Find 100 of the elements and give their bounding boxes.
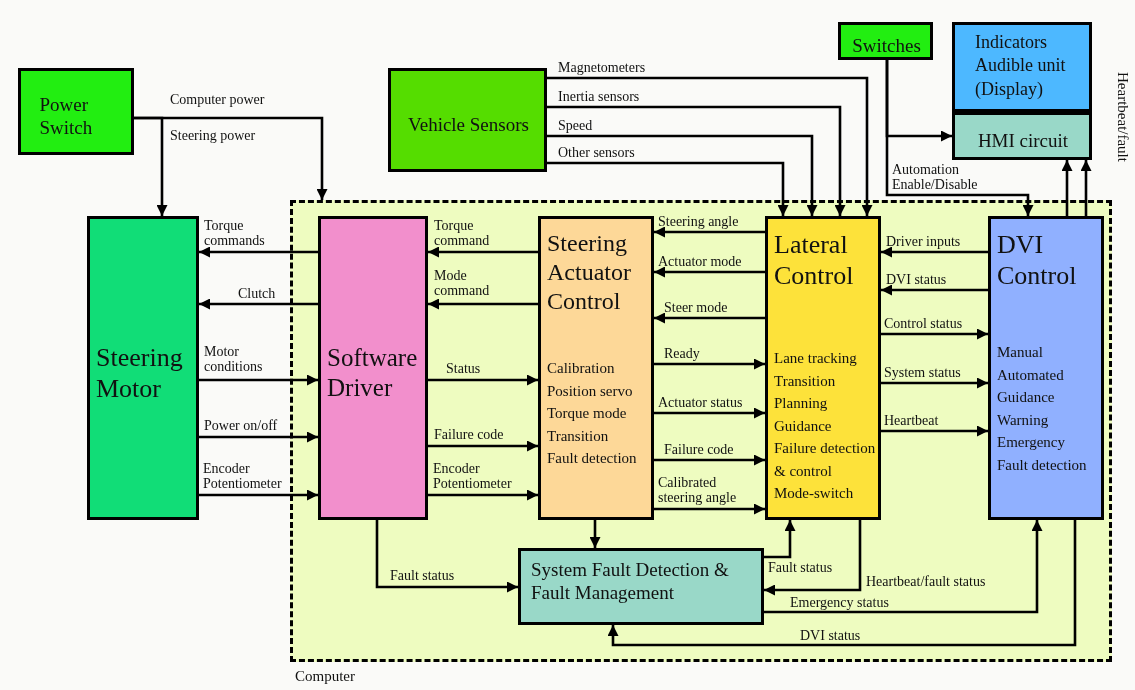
edge-label: Torque command xyxy=(434,218,491,249)
arrow xyxy=(881,425,988,437)
arrow xyxy=(881,328,988,340)
block-title: Switches xyxy=(852,34,921,58)
arrow xyxy=(428,246,538,258)
function-item: Transition xyxy=(547,426,609,446)
arrow xyxy=(881,377,988,389)
arrow xyxy=(589,520,601,548)
edge-label: Heartbeat/fault status xyxy=(866,574,986,590)
edge-label: Driver inputs xyxy=(886,234,961,250)
arrow xyxy=(199,298,318,310)
edge-label: Encoder Potentiometer xyxy=(433,461,513,492)
block-title: DVI Control xyxy=(997,229,1078,292)
edge-label: Torque commands xyxy=(204,218,266,249)
arrow xyxy=(654,454,765,466)
arrow xyxy=(881,246,988,258)
function-item: Failure detection xyxy=(774,439,876,459)
block-title: Vehicle Sensors xyxy=(408,113,529,137)
edge-label: Encoder Potentiometer xyxy=(203,461,283,492)
arrow xyxy=(199,431,318,443)
function-item: Lane tracking xyxy=(774,349,857,369)
arrow xyxy=(654,503,765,515)
block-box xyxy=(87,216,199,520)
edge-label: Steering angle xyxy=(658,214,739,230)
module-box xyxy=(988,216,1104,520)
arrow xyxy=(654,312,765,324)
block-label: Indicators xyxy=(975,31,1047,54)
arrow xyxy=(199,489,318,501)
arrow xyxy=(547,161,789,216)
edge-label: Status xyxy=(446,361,481,377)
arrow xyxy=(428,440,538,452)
edge-label: Actuator status xyxy=(658,395,743,411)
edge-label: Control status xyxy=(884,316,963,332)
block-box xyxy=(952,112,1092,160)
function-item: Fault detection xyxy=(547,449,637,469)
arrow xyxy=(654,266,765,278)
edge-label: Clutch xyxy=(238,286,276,302)
edge-label: Steer mode xyxy=(664,300,728,316)
edge-label: Magnetometers xyxy=(558,60,646,76)
arrow xyxy=(607,520,1077,647)
edge-label: Failure code xyxy=(434,427,504,443)
block-box xyxy=(388,68,547,172)
arrow xyxy=(547,134,818,216)
arrow xyxy=(764,520,862,596)
function-item: Transition xyxy=(774,371,836,391)
edge-label: Heartbeat xyxy=(884,413,939,429)
arrow xyxy=(885,60,1034,216)
edge-label: Power on/off xyxy=(204,418,278,434)
edge-label: System status xyxy=(884,365,961,381)
edge-label: Automation Enable/Disable xyxy=(892,162,979,193)
edge-label: DVI status xyxy=(800,628,861,644)
edge-label: Fault status xyxy=(390,568,455,584)
function-item: Automated xyxy=(997,365,1064,385)
side-label: Heartbeat/fault xyxy=(1114,72,1131,162)
edge-label: Failure code xyxy=(664,442,734,458)
edge-label: Steering power xyxy=(170,128,256,144)
module-box xyxy=(952,22,1092,112)
function-item: Fault detection xyxy=(997,455,1087,475)
arrow xyxy=(764,520,1043,614)
arrow xyxy=(199,374,318,386)
arrow xyxy=(654,407,765,419)
function-item: Guidance xyxy=(997,388,1055,408)
function-item: Torque mode xyxy=(547,404,627,424)
function-item: Position servo xyxy=(547,381,633,401)
function-item: & control xyxy=(774,461,832,481)
block-box xyxy=(318,216,428,520)
block-title: Steering Actuator Control xyxy=(547,229,632,316)
arrow xyxy=(654,358,765,370)
region-label: Computer xyxy=(295,668,355,685)
arrow xyxy=(199,246,318,258)
arrow xyxy=(654,226,765,238)
function-item: Planning xyxy=(774,394,828,414)
arrow xyxy=(547,76,873,216)
arrow xyxy=(428,374,538,386)
edge-label: Ready xyxy=(664,346,700,362)
function-item: Emergency xyxy=(997,433,1066,453)
edge-label: Calibrated steering angle xyxy=(658,475,738,506)
edge-label: Inertia sensors xyxy=(558,89,640,105)
arrow xyxy=(428,489,538,501)
arrow xyxy=(375,520,518,593)
block-title: System Fault Detection & Fault Management xyxy=(531,559,729,605)
block-label: (Display) xyxy=(975,77,1043,101)
edge-label: Emergency status xyxy=(790,595,889,611)
edge-label: Other sensors xyxy=(558,145,635,161)
block-title: Lateral Control xyxy=(774,229,855,292)
arrow xyxy=(547,105,846,216)
edge-label: Motor conditions xyxy=(204,344,264,375)
arrow xyxy=(881,284,988,296)
edge-label: Computer power xyxy=(170,92,265,108)
block-box xyxy=(18,68,134,155)
arrow xyxy=(1080,160,1092,216)
function-item: Warning xyxy=(997,410,1049,430)
edge-label: Fault status xyxy=(768,560,833,576)
arrow xyxy=(428,298,538,310)
edge-label: Speed xyxy=(558,118,593,134)
function-item: Guidance xyxy=(774,416,832,436)
function-item: Mode-switch xyxy=(774,484,854,504)
block-title: Steering Motor xyxy=(96,341,184,405)
block-box xyxy=(838,22,933,60)
arrow xyxy=(764,520,796,559)
